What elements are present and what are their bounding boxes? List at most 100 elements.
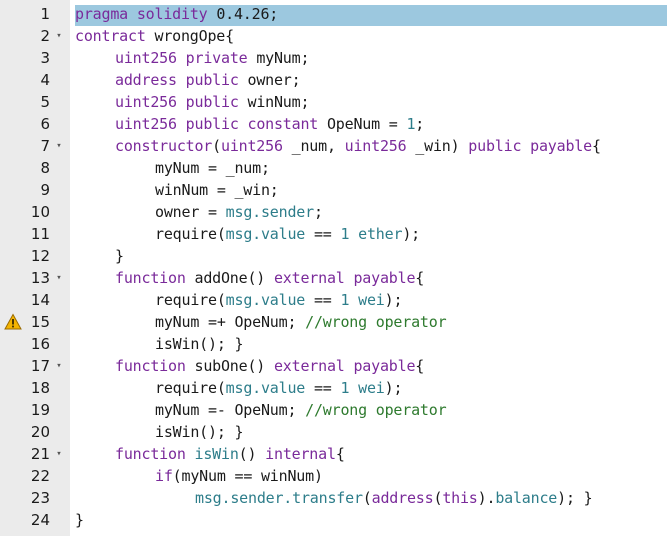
code-token: payable	[344, 269, 416, 287]
line-number: 20	[30, 423, 50, 441]
code-token: 1	[340, 379, 350, 397]
line-number: 23	[30, 489, 50, 507]
code-token: public	[468, 137, 522, 155]
code-text: isWin(); }	[155, 421, 244, 443]
code-token: 1	[406, 115, 416, 133]
code-token: owner =	[155, 203, 226, 221]
code-token: payable	[344, 357, 416, 375]
line-number: 1	[40, 5, 50, 23]
code-text: winNum = _win;	[155, 179, 279, 201]
code-text: require(msg.value == 1 ether);	[155, 223, 420, 245]
code-token: );	[384, 379, 403, 397]
code-token: }	[115, 247, 124, 265]
line-number: 12	[30, 247, 50, 265]
fold-toggle-icon[interactable]: ▾	[56, 141, 62, 151]
code-token: uint256	[115, 49, 177, 67]
code-token: ==	[305, 379, 341, 397]
code-row[interactable]: 9 winNum = _win;	[0, 179, 667, 201]
code-token: (	[362, 489, 372, 507]
code-token: addOne()	[185, 269, 274, 287]
code-row[interactable]: 2 ▾ contract wrongOpe{	[0, 25, 667, 47]
code-text: constructor(uint256 _num, uint256 _win) …	[115, 135, 601, 157]
code-text: address public owner;	[115, 69, 301, 91]
code-token: wei	[349, 291, 385, 309]
code-token: ether	[349, 225, 403, 243]
line-number: 5	[40, 93, 50, 111]
code-token: contract	[75, 27, 146, 45]
code-row[interactable]: 16 isWin(); }	[0, 333, 667, 355]
code-text: function subOne() external payable{	[115, 355, 424, 377]
code-row[interactable]: 20 isWin(); }	[0, 421, 667, 443]
code-token: _win)	[406, 137, 469, 155]
code-row[interactable]: 15 myNum =+ OpeNum; //wrong operator	[0, 311, 667, 333]
code-row[interactable]: 7▾constructor(uint256 _num, uint256 _win…	[0, 135, 667, 157]
line-number: 2	[40, 27, 50, 45]
code-token: address	[115, 71, 177, 89]
code-text: myNum = _num;	[155, 157, 270, 179]
code-token	[186, 445, 195, 463]
line-number: 16	[30, 335, 50, 353]
code-text: }	[75, 509, 84, 531]
code-text: require(msg.value == 1 wei);	[155, 289, 403, 311]
code-row[interactable]: 1 pragma solidity 0.4.26;	[0, 3, 667, 26]
line-number: 15	[30, 313, 50, 331]
code-token: require(	[155, 379, 226, 397]
code-text: myNum =+ OpeNum; //wrong operator	[155, 311, 447, 333]
code-token: 1	[340, 225, 350, 243]
code-text: }	[115, 245, 124, 267]
warning-icon[interactable]	[4, 313, 22, 331]
code-row[interactable]: 14 require(msg.value == 1 wei);	[0, 289, 667, 311]
code-token: {	[415, 269, 425, 287]
line-number: 19	[30, 401, 50, 419]
code-text: if(myNum == winNum)	[155, 465, 323, 487]
code-row[interactable]: 13▾function addOne() external payable{	[0, 267, 667, 289]
line-number: 9	[40, 181, 50, 199]
code-text: contract wrongOpe{	[75, 25, 234, 47]
code-row[interactable]: 12}	[0, 245, 667, 267]
code-text: msg.sender.transfer(address(this).balanc…	[195, 487, 593, 509]
code-row[interactable]: 24}	[0, 509, 667, 531]
code-row[interactable]: 21▾function isWin() internal{	[0, 443, 667, 465]
code-token: public	[176, 115, 239, 133]
line-number-gutter	[0, 0, 70, 536]
code-token: OpeNum =	[318, 115, 407, 133]
code-token: isWin	[194, 445, 239, 463]
code-row[interactable]: 17 ▾ function subOne() external payable{	[0, 355, 667, 377]
code-token: );	[402, 225, 420, 243]
code-text: isWin(); }	[155, 333, 244, 355]
line-number: 14	[30, 291, 50, 309]
code-token: if	[155, 467, 173, 485]
code-token: //wrong operator	[305, 401, 447, 419]
code-token: }	[75, 511, 84, 529]
code-token: require(	[155, 225, 226, 243]
code-token: isWin(); }	[155, 423, 244, 441]
code-token: ==	[305, 225, 341, 243]
code-token: msg.sender.transfer	[195, 489, 363, 507]
code-token: //wrong operator	[305, 313, 447, 331]
code-text: uint256 public constant OpeNum = 1;	[115, 113, 424, 135]
code-token: (	[433, 489, 443, 507]
code-token: myNum =+ OpeNum;	[155, 313, 306, 331]
fold-toggle-icon[interactable]: ▾	[56, 31, 62, 41]
line-number: 17	[30, 357, 50, 375]
code-token: external	[273, 269, 345, 287]
code-token: uint256	[115, 93, 177, 111]
fold-toggle-icon[interactable]: ▾	[56, 361, 62, 371]
code-text: function addOne() external payable{	[115, 267, 424, 289]
code-token: payable	[521, 137, 592, 155]
code-text: pragma solidity 0.4.26;	[75, 3, 278, 25]
fold-toggle-icon[interactable]: ▾	[56, 449, 62, 459]
code-row[interactable]: 23 msg.sender.transfer(address(this).bala…	[0, 487, 667, 509]
fold-toggle-icon[interactable]: ▾	[56, 273, 62, 283]
